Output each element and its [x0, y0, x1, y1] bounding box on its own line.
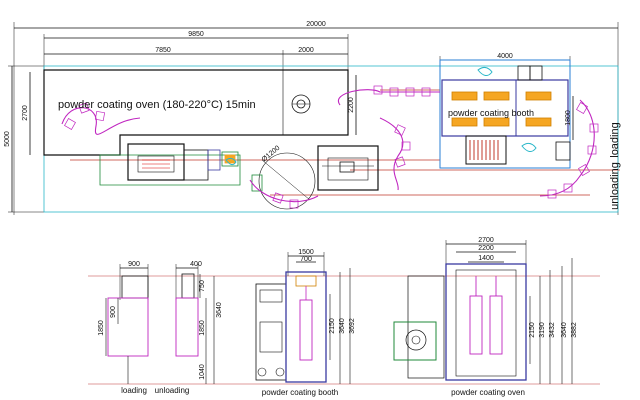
booth-dim-h3: 3692 — [349, 318, 356, 334]
pretreat-burner-grid — [142, 159, 170, 169]
unloading-dim-total: 3640 — [216, 302, 223, 318]
unloading-elevation-label: unloading — [155, 386, 190, 395]
unloading-elevation: 400 750 1850 3640 1040 unloading — [155, 261, 223, 395]
dim-text-oven-width: 2700 — [22, 105, 29, 121]
dim-text-booth-length: 4000 — [497, 53, 513, 60]
oven-dim-mid: 2200 — [478, 245, 494, 252]
unloading-label: unloading — [609, 162, 621, 210]
oven-footprint — [43, 69, 349, 156]
conveyor-rail — [70, 89, 620, 196]
oven-dim-outer: 2700 — [478, 237, 494, 244]
loading-dim-height: 1850 — [98, 320, 105, 336]
booth-dim-inner: 700 — [300, 256, 312, 263]
dim-text-total-length: 20000 — [306, 21, 326, 28]
dim-text-total-width: 5000 — [4, 131, 11, 147]
unloading-dim-width: 400 — [190, 261, 202, 268]
cartridge-filter — [465, 135, 507, 165]
dim-text-oven-section: 7850 — [155, 47, 171, 54]
loading-area — [99, 154, 241, 186]
dim-text-booth-width: 1800 — [565, 110, 572, 126]
booth-elevation-label: powder coating booth — [262, 388, 339, 397]
conveyor-path — [61, 89, 595, 203]
oven-label: powder coating oven (180-220°C) 15min — [58, 99, 256, 111]
unloading-dim-top: 750 — [199, 280, 206, 292]
booth-outer — [439, 59, 571, 169]
booth-label: powder coating booth — [448, 108, 534, 118]
booth-dim-h1: 2150 — [329, 318, 336, 334]
unloading-dim-height: 1850 — [199, 320, 206, 336]
unloading-dim-base: 1040 — [199, 364, 206, 380]
elevation-reference-lines — [88, 275, 600, 385]
dim-text-oven-length: 9850 — [188, 31, 204, 38]
spray-equipment — [317, 145, 379, 191]
curve-diameter-circle — [258, 152, 316, 210]
loading-dim-inner: 900 — [110, 306, 117, 318]
loading-elevation-label: loading — [121, 386, 147, 395]
loading-elevation: 900 900 1850 loading — [98, 261, 149, 395]
oven-dim-h5: 3882 — [571, 322, 578, 338]
booth-fans — [225, 66, 537, 166]
conveyor-hangers — [64, 85, 599, 209]
filter-elements — [469, 140, 499, 160]
dim-text-oven-end: 2000 — [298, 47, 314, 54]
oven-dim-h4: 3640 — [561, 322, 568, 338]
oven-dim-inner: 1400 — [478, 255, 494, 262]
recovery-unit — [207, 149, 221, 171]
booth-dim-h2: 3640 — [339, 318, 346, 334]
loading-dim-width: 900 — [128, 261, 140, 268]
booth-elevation: 1500 700 2150 3640 3692 powder coating b… — [255, 249, 356, 397]
pretreat-unit — [127, 143, 185, 181]
oven-elevation: 2700 2200 1400 2150 3190 3432 3640 3882 … — [393, 237, 578, 397]
oven-dim-h2: 3190 — [539, 322, 546, 338]
booth-heaters — [451, 91, 552, 127]
oven-elevation-label: powder coating oven — [451, 388, 525, 397]
booth-dim-outer: 1500 — [298, 249, 314, 256]
oven-dim-h1: 2150 — [529, 322, 536, 338]
oven-hangers — [469, 276, 503, 355]
top-view: 20000 9850 7850 2000 4000 5000 2700 2200… — [4, 21, 621, 215]
loading-label: loading — [609, 122, 621, 157]
dim-text-link-width: 2200 — [348, 97, 355, 113]
oven-dim-h3: 3432 — [549, 322, 556, 338]
